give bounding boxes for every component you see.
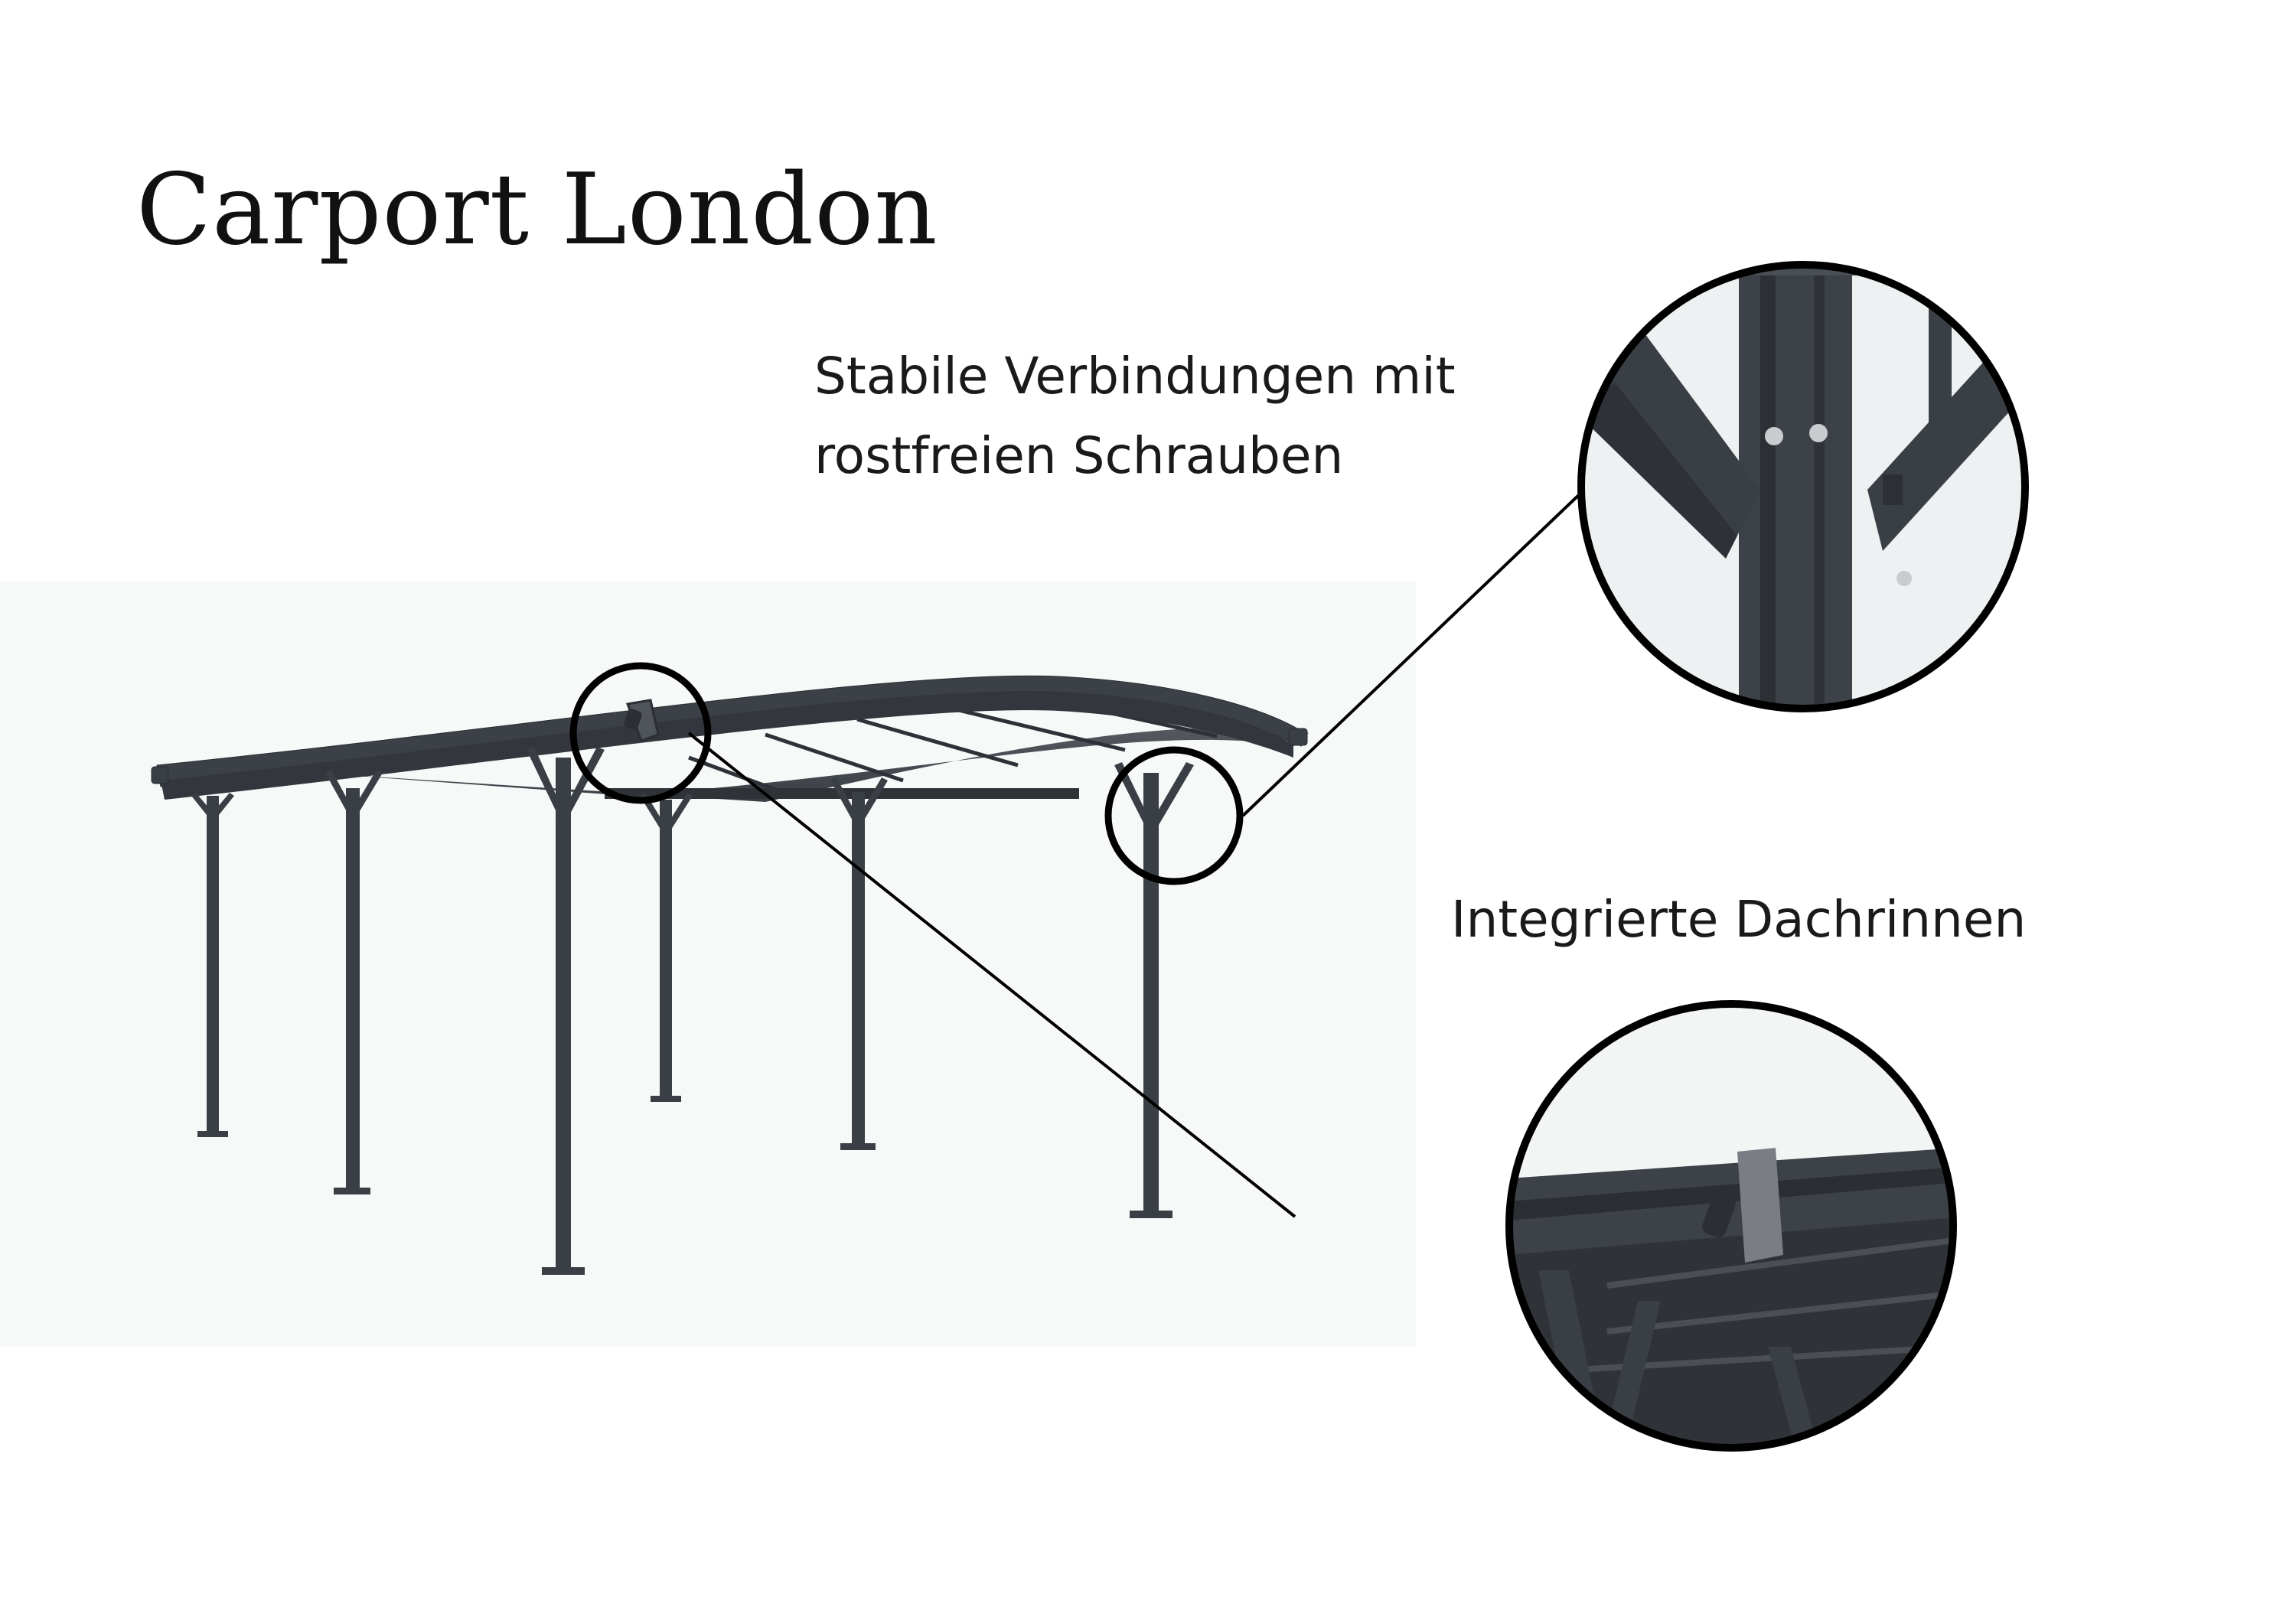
post-5 (852, 792, 865, 1146)
gutter-downpipe (1702, 1193, 1736, 1237)
gutter-outlet-detail (1737, 1148, 1783, 1263)
post-6 (1143, 773, 1159, 1213)
post-2 (346, 788, 360, 1190)
callout-connections-line-2: rostfreien Schrauben (814, 426, 1344, 485)
leader-line-connection (1241, 490, 1584, 817)
bolt-3 (1896, 571, 1912, 586)
posts (191, 747, 1194, 1275)
callout-connections-line-1: Stabile Verbindungen mit (814, 347, 1456, 406)
leader-line-gutter (687, 732, 1296, 1218)
detail-marker-connection (1104, 746, 1244, 885)
zoom-connection-border (1577, 261, 2029, 712)
post-3 (556, 758, 571, 1270)
page-title: Carport London (136, 153, 938, 267)
bolt-1 (1765, 427, 1783, 445)
bolt-2 (1809, 424, 1828, 442)
callout-gutters-line-1: Integrierte Dachrinnen (1451, 890, 2027, 949)
post-4 (660, 800, 672, 1098)
zoom-gutter-border (1505, 1000, 1957, 1452)
gutter-end-right (1288, 728, 1308, 746)
carport (151, 675, 1309, 1275)
roof-surface (314, 727, 1309, 802)
detail-marker-gutter (569, 662, 712, 804)
gutter-end-left (151, 766, 169, 784)
post-1 (207, 796, 219, 1133)
callout-gutters-text: Integrierte Dachrinnen (1451, 880, 2026, 960)
callout-connections-text: Stabile Verbindungen mit rostfreien Schr… (814, 337, 1456, 496)
